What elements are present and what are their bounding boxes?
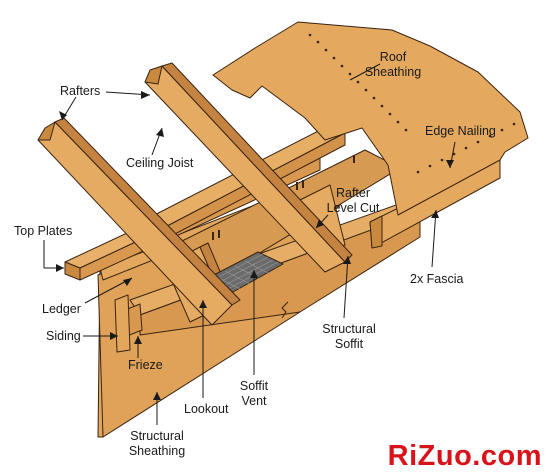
label-soffit-vent-line2: Vent: [241, 394, 267, 408]
label-lookout: Lookout: [184, 402, 229, 416]
blocking-marks: [212, 155, 355, 240]
break-mark-wall: [281, 301, 289, 319]
label-structural-sheathing-line2: Sheathing: [128, 444, 186, 458]
label-rafter-level-cut: Rafter Level Cut: [318, 186, 388, 216]
fascia-board-end: [369, 215, 383, 249]
label-roof-sheathing: Roof Sheathing: [358, 50, 428, 80]
label-ceiling-joist: Ceiling Joist: [126, 156, 194, 170]
siding-block: [114, 294, 131, 353]
label-soffit-vent: Soffit Vent: [232, 379, 276, 409]
label-top-plates: Top Plates: [14, 224, 73, 238]
label-soffit-vent-line1: Soffit: [239, 379, 269, 393]
rafter-right-tail: [144, 65, 163, 85]
edge-nailing-dots: [308, 33, 516, 174]
watermark-logo: RiZuo.com: [387, 440, 542, 472]
label-rafter-level-cut-line1: Rafter: [335, 186, 371, 200]
label-rafter-level-cut-line2: Level Cut: [326, 201, 380, 215]
label-structural-sheathing-line1: Structural: [130, 429, 184, 443]
label-frieze: Frieze: [128, 358, 163, 372]
rafter-left-side: [54, 117, 241, 306]
label-roof-sheathing-line1: Roof: [379, 50, 407, 64]
label-structural-soffit: Structural Soffit: [316, 322, 382, 352]
label-siding: Siding: [46, 329, 81, 343]
label-rafters: Rafters: [60, 84, 101, 98]
label-structural-sheathing: Structural Sheathing: [124, 429, 190, 459]
rafter-right-side: [161, 62, 353, 263]
leader-arrowheads: [56, 91, 454, 400]
roof-sheathing: [212, 21, 529, 216]
rafter-left-tail: [37, 121, 56, 141]
label-ledger: Ledger: [42, 302, 81, 316]
label-structural-soffit-line1: Structural: [322, 322, 376, 336]
label-edge-nailing: Edge Nailing: [425, 124, 496, 138]
label-structural-soffit-line2: Soffit: [334, 337, 364, 351]
label-fascia: 2x Fascia: [410, 272, 464, 286]
label-roof-sheathing-line2: Sheathing: [364, 65, 422, 79]
